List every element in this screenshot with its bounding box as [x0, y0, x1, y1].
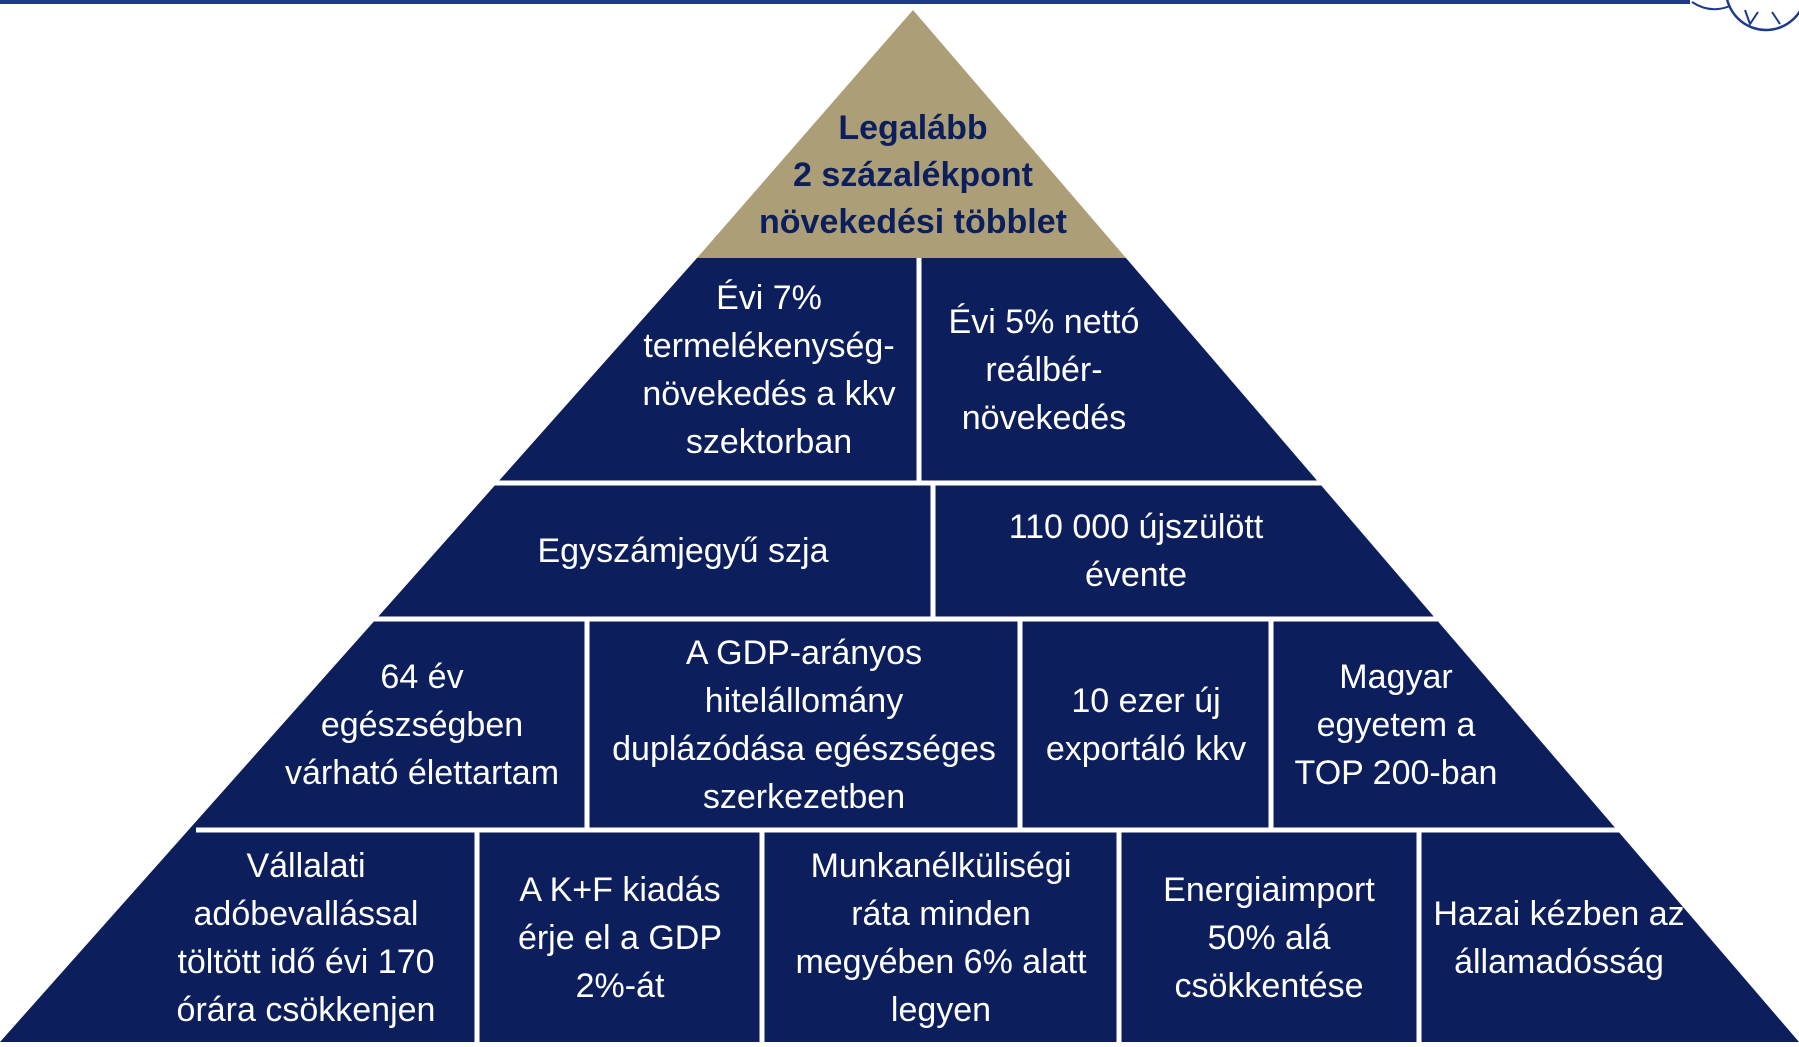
header-rule — [0, 0, 1690, 4]
goal-rd-spending: A K+F kiadás érje el a GDP 2%-át — [517, 871, 723, 1005]
goal-tax-filing-time: Vállalati adóbevallással töltött idő évi… — [176, 847, 436, 1029]
goal-exporting-sme: 10 ezer új exportáló kkv — [1045, 682, 1247, 768]
goal-unemployment: Munkanélküliségi ráta minden megyében 6%… — [795, 847, 1087, 1029]
goal-real-wage: Évi 5% nettó reálbér- növekedés — [948, 303, 1140, 437]
pyramid-body-shape — [0, 258, 1799, 1042]
goal-energy-import: Energiaimport 50% alá csökkentése — [1163, 871, 1375, 1005]
goal-newborns: 110 000 újszülött évente — [1008, 508, 1264, 594]
goal-credit-doubling: A GDP-arányos hitelállomány duplázódása … — [612, 634, 996, 816]
goal-single-digit-tax: Egyszámjegyű szja — [537, 532, 829, 570]
seal-logo-icon — [1691, 0, 1799, 32]
goal-top200-university: Magyar egyetem a TOP 200-ban — [1294, 658, 1498, 792]
goal-productivity: Évi 7% termelékenység- növekedés a kkv s… — [642, 279, 896, 461]
goal-life-expectancy: 64 év egészségben várható élettartam — [284, 658, 560, 792]
pyramid-apex-shape — [697, 10, 1126, 258]
pyramid-apex-label: Legalább 2 százalékpont növekedési többl… — [759, 108, 1067, 241]
goal-domestic-debt: Hazai kézben az államadósság — [1433, 895, 1685, 981]
